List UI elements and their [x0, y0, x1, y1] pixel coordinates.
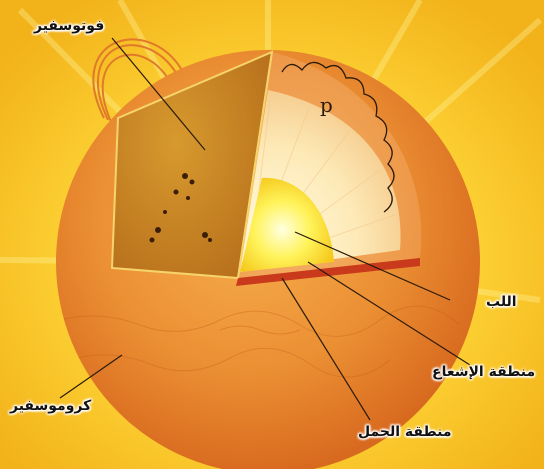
label-core: اللب — [486, 294, 517, 310]
label-convection-zone: منطقة الحمل — [358, 424, 452, 440]
label-radiation-zone: منطقة الإشعاع — [432, 364, 535, 380]
label-chromosphere: كروموسفير — [10, 398, 91, 414]
wave-label: p — [320, 93, 333, 117]
label-photosphere: فوتوسفير — [34, 18, 104, 34]
